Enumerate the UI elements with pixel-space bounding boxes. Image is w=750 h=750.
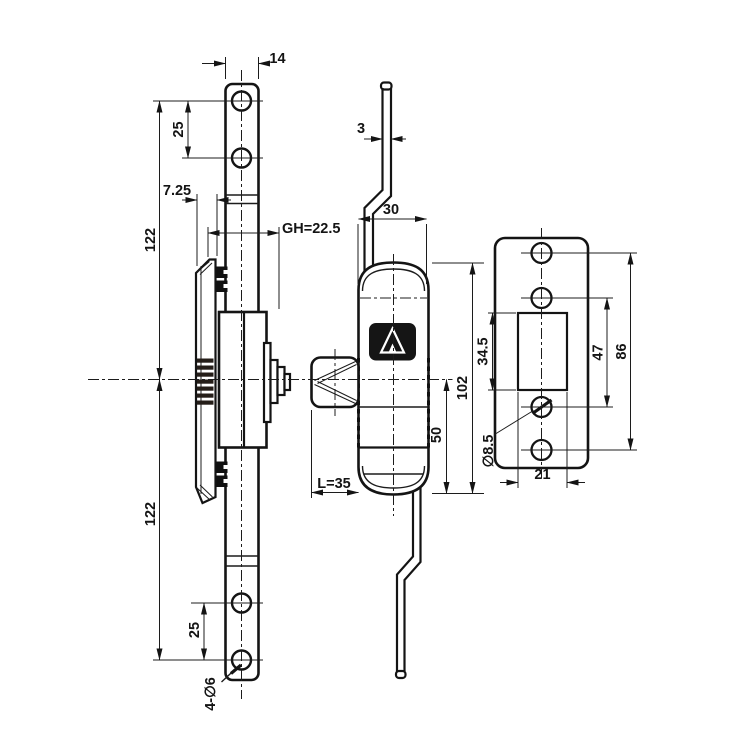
dim-rail-width: 14 xyxy=(269,51,285,67)
dim-body-length: 102 xyxy=(455,376,471,400)
dim-rail-hole-callout: 4-∅6 xyxy=(203,677,219,711)
spindle-tip xyxy=(283,372,292,392)
dim-bracket-offset: 7.25 xyxy=(163,183,191,199)
top-rod-cap xyxy=(379,81,393,91)
dim-rail-lower-length: 122 xyxy=(143,502,159,526)
dimension-labels: 14 25 122 122 25 7.25 GH=22.5 4-∅6 3 30 … xyxy=(143,51,630,711)
dim-grip-height: GH=22.5 xyxy=(282,221,340,237)
dim-plate-slot-width: 21 xyxy=(534,467,550,483)
front-view xyxy=(310,81,430,680)
dim-plate-outer-hole-pitch: 86 xyxy=(614,343,630,359)
dim-bottom-hole-pitch: 25 xyxy=(187,622,203,638)
dim-body-lower-length: 50 xyxy=(429,427,445,443)
dim-spindle-length: L=35 xyxy=(317,476,350,492)
centerlines xyxy=(88,70,542,699)
brand-logo-badge xyxy=(369,323,416,361)
dim-body-width: 30 xyxy=(383,202,399,218)
bottom-rod xyxy=(395,474,422,672)
dim-top-hole-pitch: 25 xyxy=(171,121,187,137)
clip-tabs xyxy=(216,266,228,487)
dim-plate-slot-height: 34.5 xyxy=(476,337,492,365)
rack-ribs xyxy=(197,358,214,405)
dim-rail-upper-length: 122 xyxy=(143,228,159,252)
dim-plate-inner-hole-pitch: 47 xyxy=(591,344,607,360)
plate-slot xyxy=(516,311,569,392)
dimension-lines xyxy=(156,60,634,683)
dim-rod-width: 3 xyxy=(357,121,365,137)
top-rod xyxy=(363,88,393,276)
bottom-rod-cap xyxy=(394,669,407,680)
dim-plate-hole-diameter: ∅8.5 xyxy=(481,435,497,468)
side-view xyxy=(194,82,292,682)
